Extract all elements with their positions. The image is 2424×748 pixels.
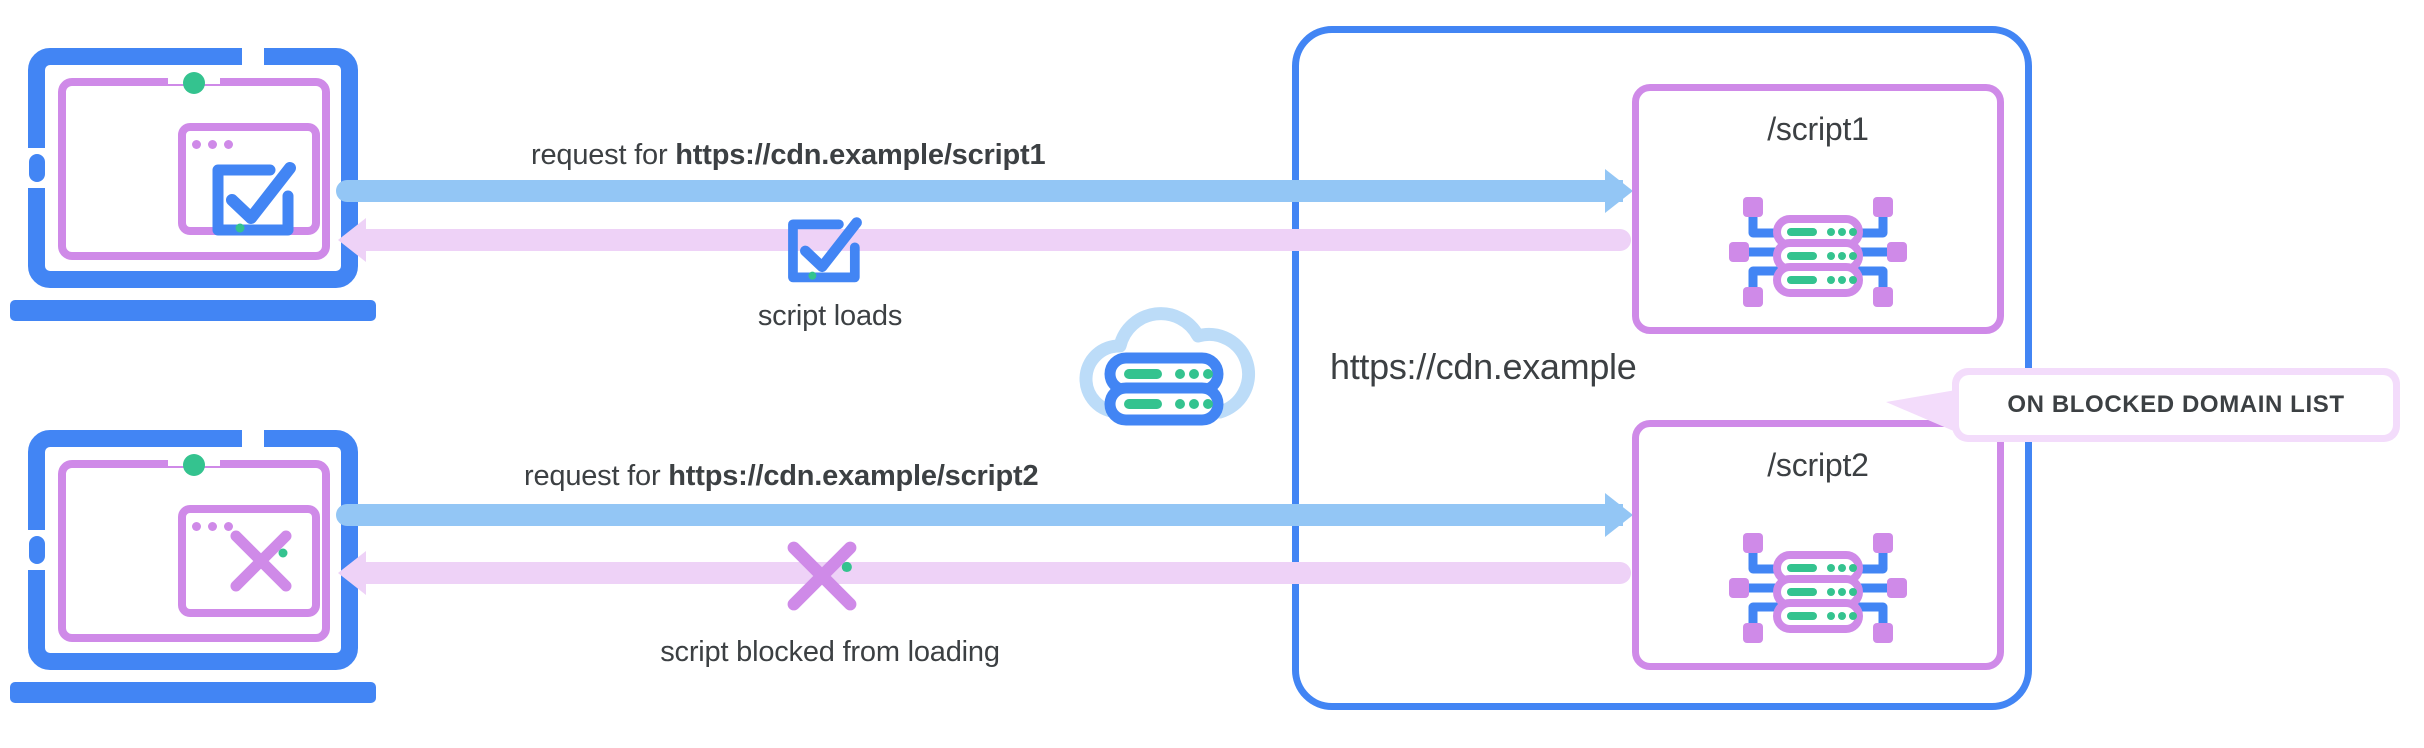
callout-tail — [1886, 390, 1956, 432]
request-prefix: request for — [524, 460, 669, 492]
request-label-script2: request for https://cdn.example/script2 — [524, 460, 1039, 493]
resource-box-script1: /script1 — [1632, 84, 2004, 334]
cloud-server-icon — [1072, 300, 1262, 437]
laptop-hinge-dot — [29, 536, 45, 564]
laptop-hinge-dot — [29, 154, 45, 182]
resource-path-script2: /script2 — [1767, 447, 1869, 483]
status-green-dot-icon — [183, 454, 205, 476]
browser-window — [178, 505, 320, 617]
response-label-script-loads: script loads — [757, 300, 903, 332]
window-dots-icon — [192, 522, 233, 531]
browser-window-checkmark-icon — [206, 156, 298, 247]
x-cross-icon — [778, 532, 866, 625]
server-network-icon — [1723, 523, 1913, 658]
response-label-script-blocked: script blocked from loading — [660, 636, 1000, 668]
request-label-script1: request for https://cdn.example/script1 — [531, 139, 1046, 172]
window-dots-icon — [192, 140, 233, 149]
laptop-top-gap — [242, 48, 264, 66]
resource-path-script1: /script1 — [1767, 111, 1869, 147]
laptop-top-gap — [242, 430, 264, 448]
laptop-base — [10, 682, 376, 703]
laptop-base — [10, 300, 376, 321]
browser-window-x-icon — [222, 522, 300, 605]
blocked-domain-callout: ON BLOCKED DOMAIN LIST — [1886, 368, 2400, 442]
cdn-domain-label: https://cdn.example — [1330, 346, 1637, 387]
status-green-dot-icon — [183, 72, 205, 94]
callout-inner: ON BLOCKED DOMAIN LIST — [1959, 375, 2393, 435]
server-network-icon — [1723, 187, 1913, 322]
callout-label: ON BLOCKED DOMAIN LIST — [2007, 391, 2345, 418]
checkbox-check-icon — [782, 212, 864, 293]
request-prefix: request for — [531, 139, 676, 171]
resource-box-script2: /script2 — [1632, 420, 2004, 670]
request-url: https://cdn.example/script1 — [675, 139, 1046, 171]
request-url: https://cdn.example/script2 — [668, 460, 1039, 492]
